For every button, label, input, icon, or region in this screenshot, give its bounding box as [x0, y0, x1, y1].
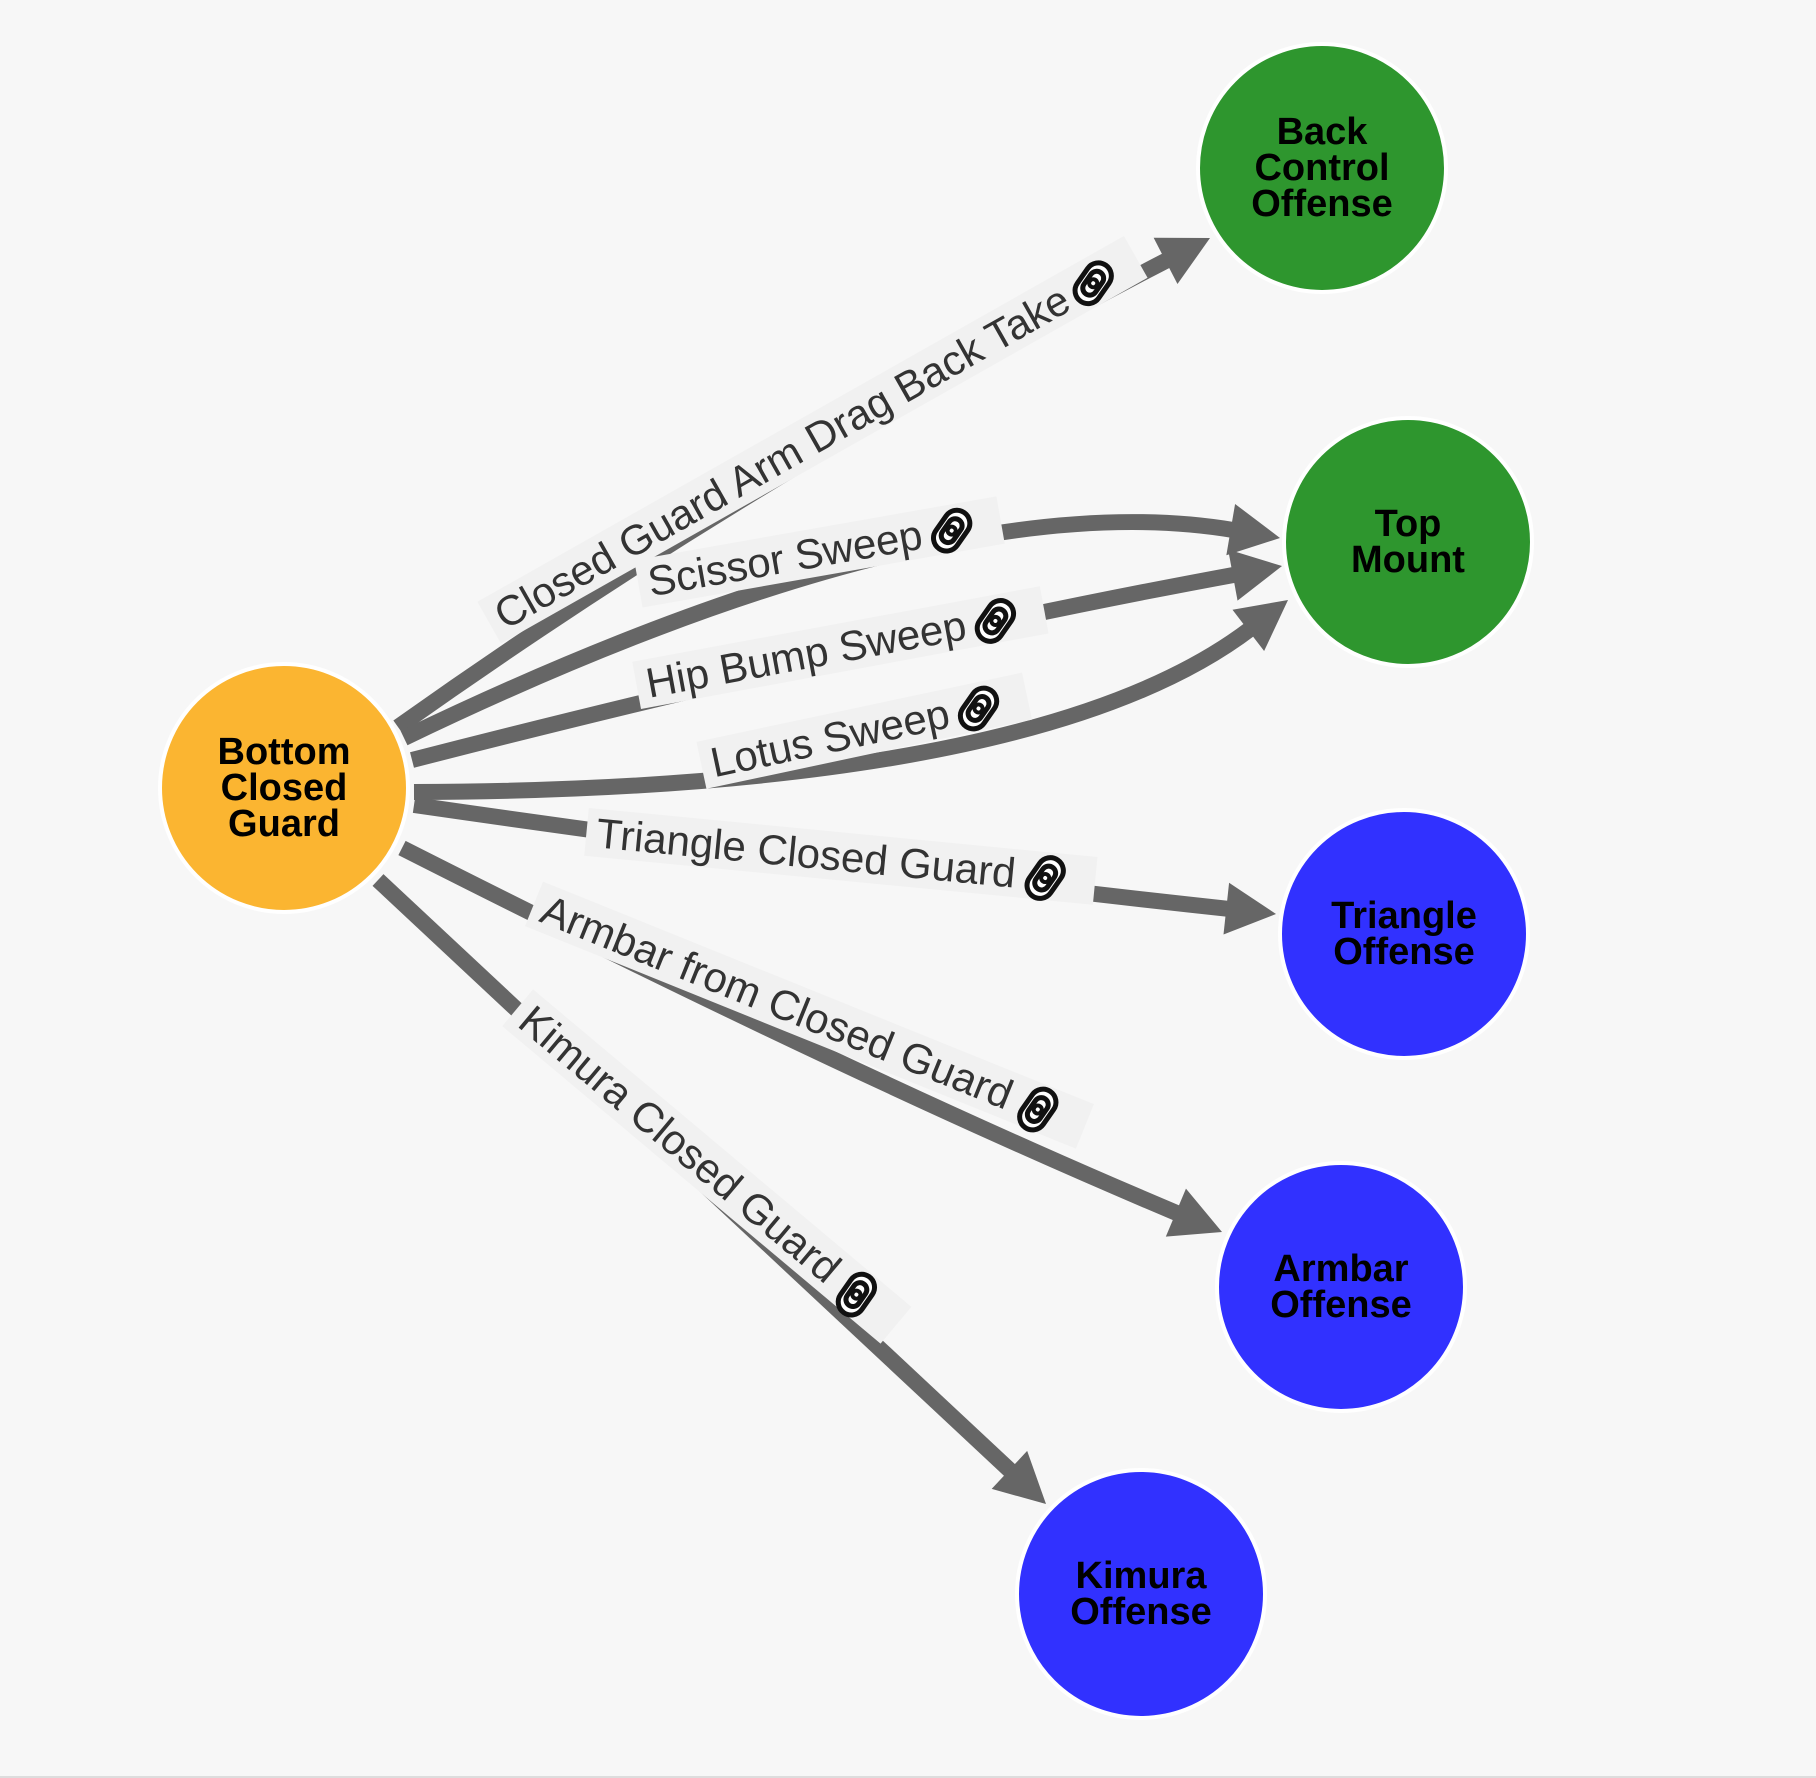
edge-label-background	[502, 989, 912, 1344]
node-label-line: Guard	[228, 803, 340, 845]
edge-label-background	[634, 496, 1005, 608]
node-label-line: Kimura	[1076, 1555, 1208, 1597]
node-circle[interactable]	[1196, 42, 1448, 294]
arrow-head-icon	[1232, 600, 1288, 652]
node-label-line: Control	[1254, 147, 1389, 189]
node-label-line: Back	[1277, 111, 1369, 153]
link-icon[interactable]	[1015, 1084, 1062, 1135]
link-icon[interactable]	[928, 505, 975, 556]
link-icon[interactable]	[1070, 258, 1117, 309]
edge-label-background	[696, 672, 1033, 789]
node-label-line: Offense	[1251, 183, 1392, 225]
node-circle[interactable]	[158, 662, 410, 914]
link-icon[interactable]	[972, 595, 1019, 646]
node-label-line: Offense	[1333, 931, 1474, 973]
edge-label-background	[584, 807, 1098, 905]
arrow-head-icon	[1228, 549, 1282, 601]
edge-label-background	[525, 881, 1094, 1149]
node-label-line: Closed	[221, 767, 348, 809]
edge-lotus-sweep[interactable]	[413, 600, 1288, 800]
node-circle[interactable]	[1282, 416, 1534, 668]
node-circle[interactable]	[1215, 1161, 1467, 1413]
node-label-line: Offense	[1270, 1284, 1411, 1326]
edge-label-text: Triangle Closed Guard	[594, 809, 1018, 896]
arrow-head-icon	[1165, 1188, 1222, 1237]
node-label-line: Mount	[1351, 539, 1465, 581]
edge-line[interactable]	[413, 621, 1257, 800]
arrow-head-icon	[1153, 237, 1210, 285]
node-label-line: Bottom	[218, 731, 351, 773]
node-label-line: Offense	[1070, 1591, 1211, 1633]
link-icon[interactable]	[833, 1269, 880, 1320]
node-circle[interactable]	[1015, 1468, 1267, 1720]
node-label-line: Top	[1375, 503, 1442, 545]
node-circle[interactable]	[1278, 808, 1530, 1060]
edge-label-background	[477, 235, 1148, 644]
edge-label-background	[632, 586, 1049, 709]
edge-label[interactable]: Triangle Closed Guard	[584, 807, 1098, 908]
link-icon[interactable]	[1022, 853, 1069, 904]
arrow-head-icon	[1226, 503, 1280, 556]
node-label-line: Armbar	[1273, 1248, 1408, 1290]
arrow-head-icon	[1223, 882, 1276, 935]
arrow-head-icon	[991, 1450, 1046, 1504]
edge-label[interactable]: Lotus Sweep	[696, 672, 1033, 792]
node-label-line: Triangle	[1331, 895, 1477, 937]
link-icon[interactable]	[955, 683, 1002, 734]
nodes-layer: BottomClosedGuardBackControlOffenseTopMo…	[158, 42, 1534, 1720]
